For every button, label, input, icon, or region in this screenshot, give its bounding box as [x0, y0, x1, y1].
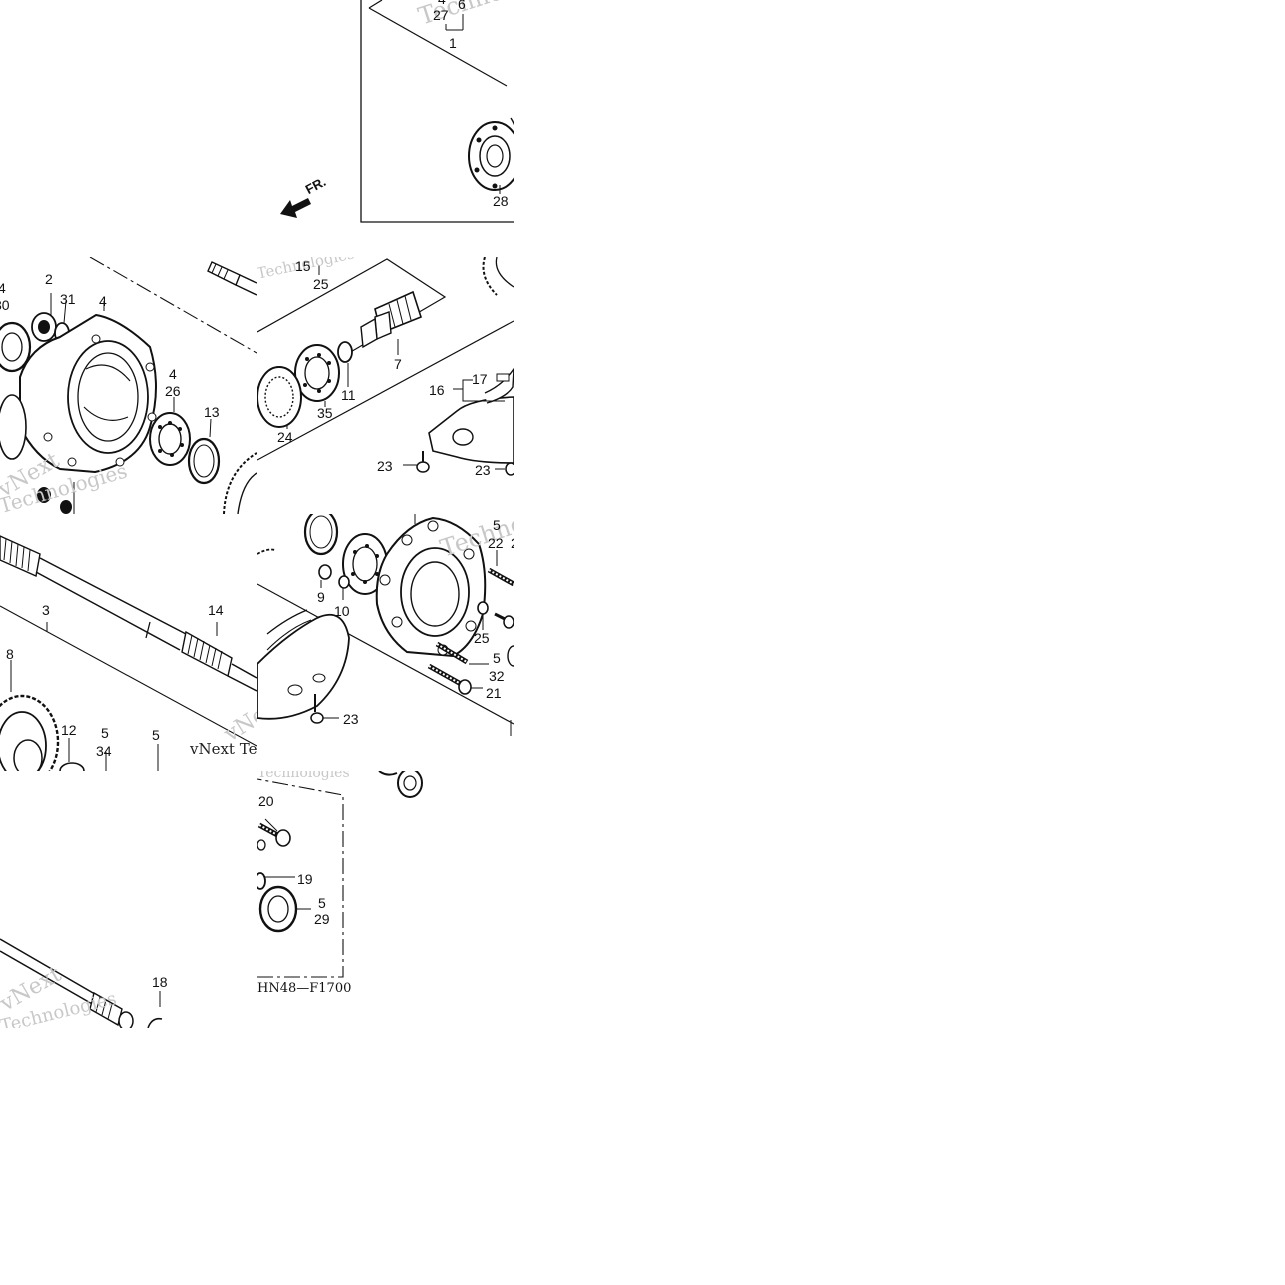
label-9: 9: [317, 589, 325, 605]
tile-axle-drawing: [0, 938, 163, 1028]
bolt-32: [435, 641, 489, 665]
bolt-bottom: [37, 482, 75, 514]
label-5: 5: [493, 517, 501, 533]
label-35: 35: [317, 405, 333, 421]
guard-plate: [257, 609, 350, 720]
cap-2: [31, 293, 57, 342]
label-16: 16: [429, 382, 445, 398]
diagram-tile-axle: vNext Technologies 18: [0, 771, 257, 1028]
label-3: 3: [42, 602, 50, 618]
bolt-23-a: [403, 451, 430, 473]
shaft-stub: [207, 261, 257, 296]
diagram-tile-top: Technologies 4 6 27 1 28: [257, 0, 514, 257]
label-1: 1: [449, 35, 457, 51]
label-32: 32: [489, 668, 505, 684]
label-23: 23: [475, 462, 491, 478]
diagram-tile-cover: Techno 5 22 2 9 10 25 5 32 21 23: [257, 514, 514, 771]
label-5: 5: [493, 650, 501, 666]
label-4: 4: [438, 0, 446, 6]
drive-shaft-3: [0, 535, 257, 692]
label-27: 27: [433, 7, 449, 23]
tile-top-drawing: [360, 0, 514, 223]
label-12: 12: [61, 722, 77, 738]
watermark-technologies: Technologies: [257, 771, 350, 781]
bolt-right: [494, 612, 514, 629]
label-5: 5: [318, 895, 326, 911]
label-4-bearing: 4: [169, 366, 177, 382]
label-20: 20: [258, 793, 274, 809]
tile-case-drawing: [0, 257, 257, 514]
diagram-tile-seal: Technologies 20 19 5 29 HN48—F1700: [257, 771, 514, 1028]
bearing-35: [294, 344, 340, 407]
label-24: 24: [277, 429, 293, 445]
label-8: 8: [6, 646, 14, 662]
seal-top-right: [378, 771, 423, 798]
gear-case-cover: [375, 514, 487, 658]
diagram-tile-pinion: Technologies 15 25 7 11 35 24 17 16 23 2…: [257, 257, 514, 514]
label-25: 25: [313, 276, 329, 292]
label-23: 23: [343, 711, 359, 727]
bearing-26: [149, 397, 191, 466]
label-4: 4: [0, 280, 6, 296]
label-5: 5: [152, 727, 160, 743]
bolt-23-b: [495, 462, 514, 476]
watermark-vnext-technologies: vNext Technologies: [190, 740, 257, 758]
label-11: 11: [341, 387, 356, 403]
tile-seal-drawing: [257, 771, 423, 978]
label-2: 2: [45, 271, 53, 287]
coupler-24: [257, 366, 302, 429]
label-13: 13: [204, 404, 220, 420]
diagram-tile-case: Technologies vNext 4 30 2 31 4 4 26 13: [0, 257, 257, 514]
front-arrow-icon: [276, 176, 342, 220]
label-21: 21: [486, 685, 502, 701]
label-26: 26: [165, 383, 181, 399]
ring-gear-8: [0, 660, 60, 771]
axle-shaft: [0, 938, 134, 1028]
label-23: 23: [377, 458, 393, 474]
final-gear-case: [0, 301, 157, 474]
label-17: 17: [472, 371, 488, 387]
label-10: 10: [334, 603, 350, 619]
bolt-21: [427, 663, 483, 695]
label-14: 14: [208, 602, 224, 618]
tile-pinion-drawing: [257, 257, 514, 476]
label-25: 25: [474, 630, 490, 646]
label-30: 30: [0, 297, 10, 313]
bearing-right: [342, 533, 388, 595]
label-15: 15: [295, 258, 311, 274]
tile-cover-drawing: [257, 514, 514, 736]
label-28: 28: [493, 193, 509, 209]
label-31: 31: [60, 291, 76, 307]
label-4-case: 4: [99, 293, 107, 309]
bolt-20: [257, 818, 291, 851]
cover-plate: [428, 367, 514, 464]
figure-code: HN48—F1700: [257, 981, 352, 996]
label-7: 7: [394, 356, 402, 372]
seal-30: [0, 321, 32, 373]
label-19: 19: [297, 871, 313, 887]
label-22: 22: [488, 535, 504, 551]
label-29: 29: [314, 911, 330, 927]
label-5: 5: [101, 725, 109, 741]
seal-29: [258, 885, 311, 933]
label-2: 2: [511, 536, 514, 550]
diagram-tile-shaft: vNext Technologies vNext 3 14 8 12 5 34 …: [0, 514, 257, 771]
label-34: 34: [96, 743, 112, 759]
bearing-28: [468, 117, 514, 194]
bolt-22: [487, 550, 514, 587]
tile-shaft-drawing: [0, 535, 257, 771]
pinion-gear-7: [360, 290, 422, 355]
label-18: 18: [152, 974, 168, 990]
label-6: 6: [458, 0, 466, 12]
